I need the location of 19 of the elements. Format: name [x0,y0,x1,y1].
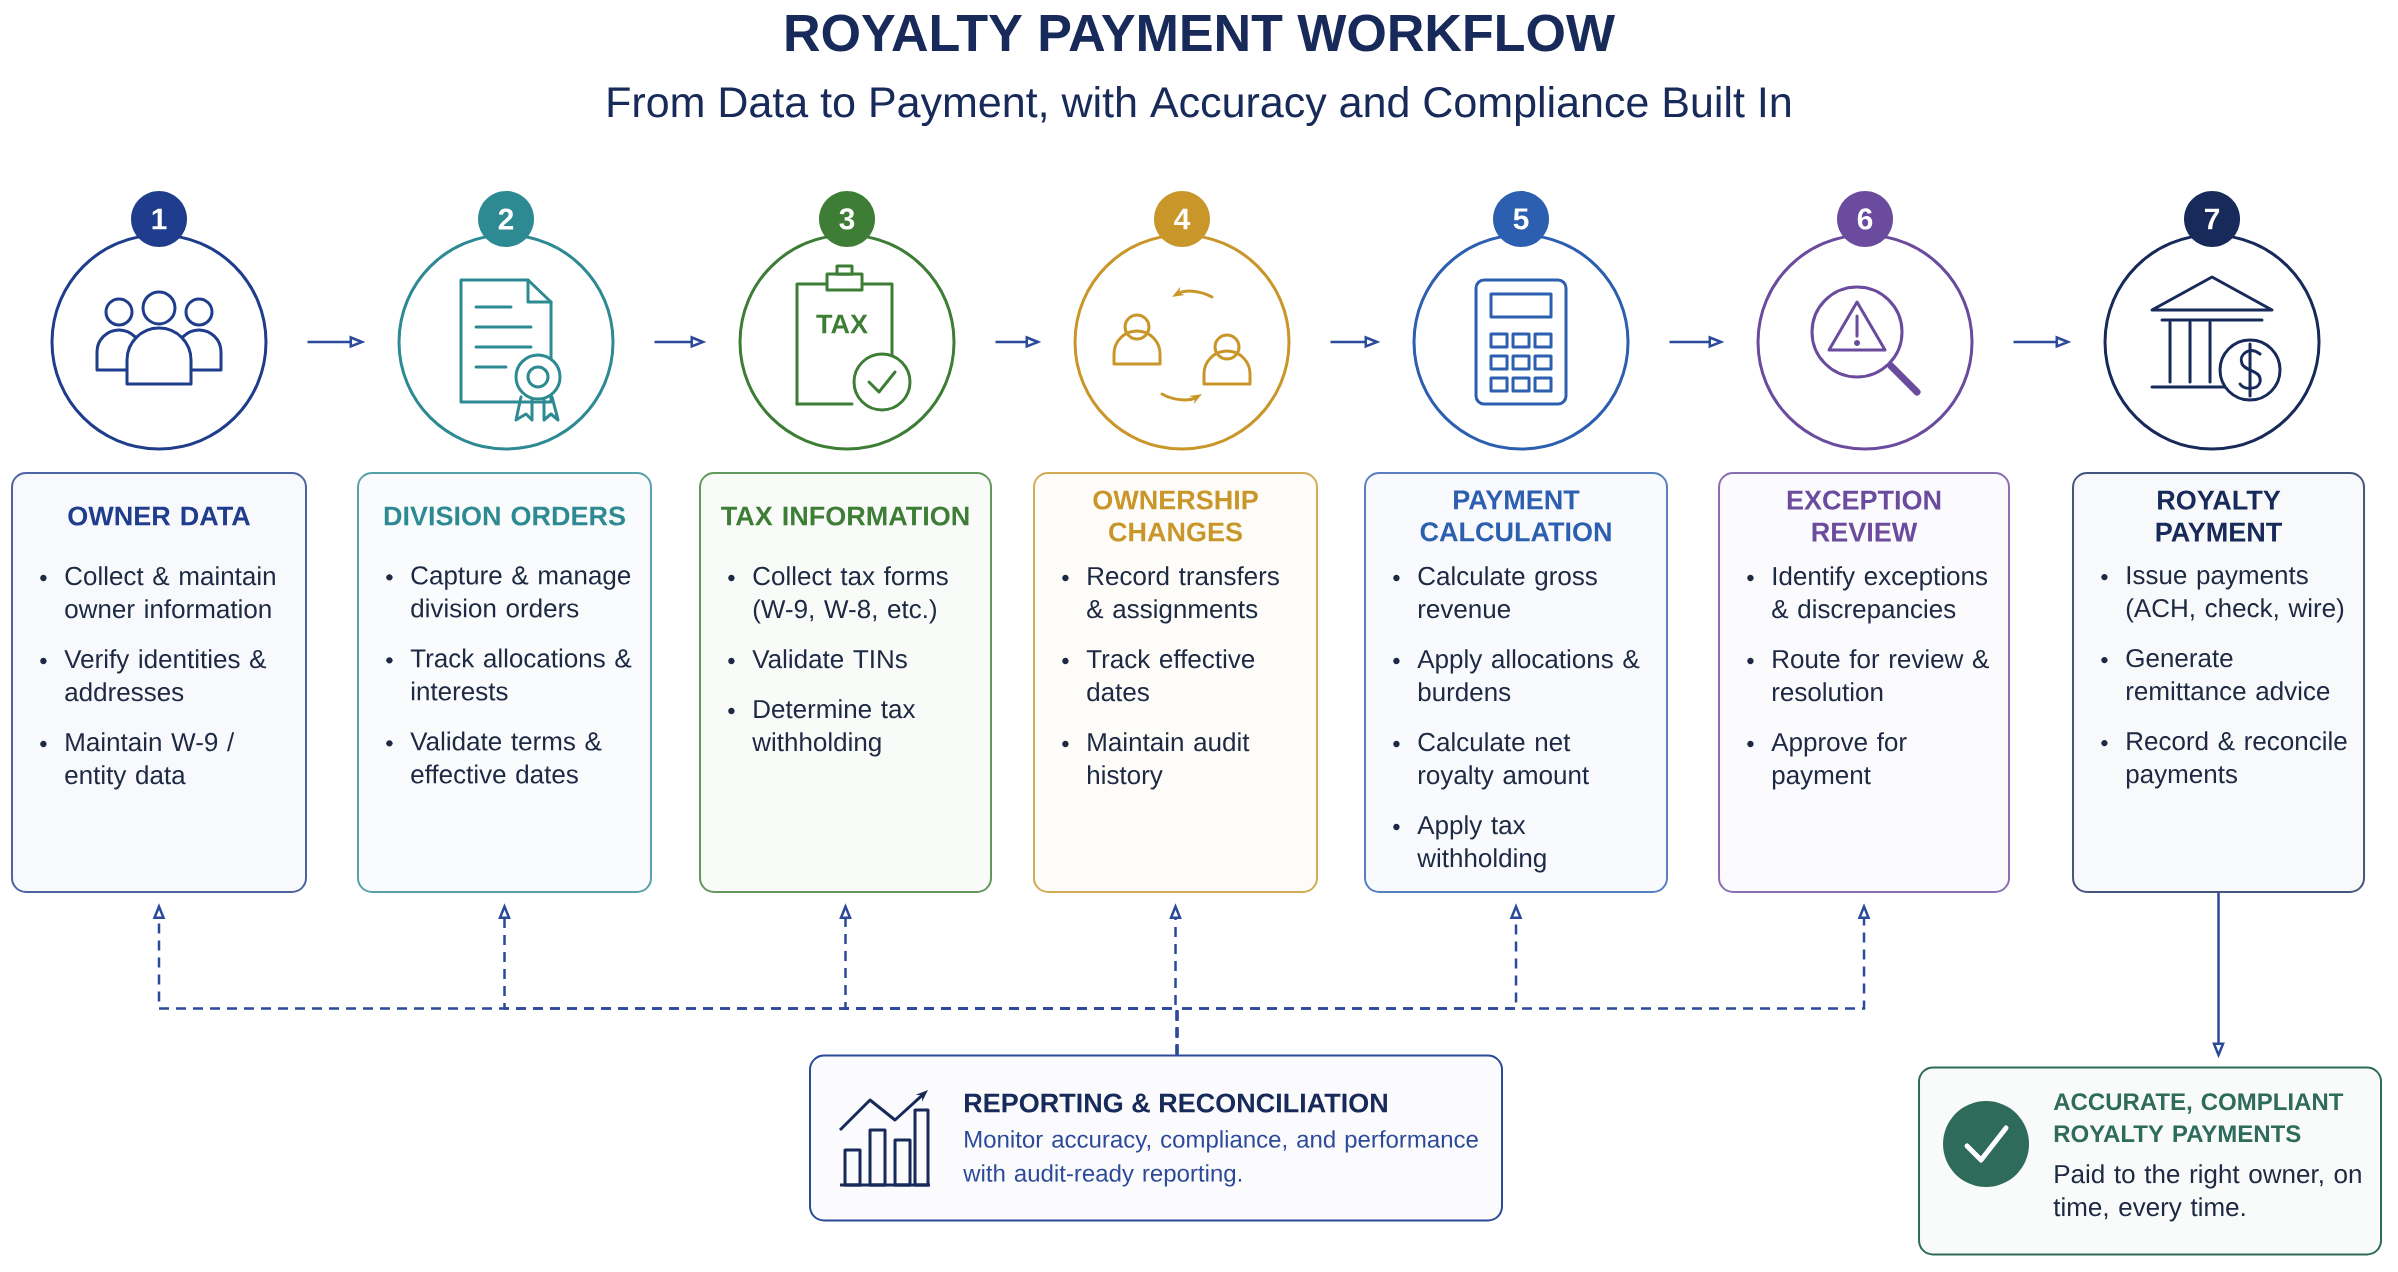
icon-label: TAX [816,314,868,334]
number-badge: 2 [478,191,534,247]
subtitle: From Data to Payment, with Accuracy and Compliance Built In [608,85,1790,127]
step-card: DIVISION ORDERS Capture & manage division orders Track allocations & interests Validate terms & effective dates [357,472,652,893]
outcome-box: ACCURATE, COMPLIANT ROYALTY PAYMENTS Paid to the right owner, on time, every time. [1918,1066,2383,1256]
number-badge: 6 [1837,191,1893,247]
title: ROYALTY PAYMENT WORKFLOW [786,14,1615,52]
number-badge: 3 [819,191,875,247]
number-badge: 5 [1493,191,1549,247]
step-card: ROYALTY PAYMENT Issue payments (ACH, check, wire) Generate remittance advice Record & reconcile payments [2072,472,2366,893]
step-card: OWNERSHIP CHANGES Record transfers & assignments Track effective dates Maintain audit history [1033,472,1318,893]
number-badge: 1 [131,191,187,247]
number-badge: 7 [2184,191,2241,247]
step-card: TAX INFORMATION Collect tax forms (W-9, W-8, etc.) Validate TINs Determine tax withholding [699,472,992,893]
step-card: PAYMENT CALCULATION Calculate gross revenue Apply allocations & burdens Calculate net royalty amount Apply tax withholding [1364,472,1668,893]
reporting-box: REPORTING & RECONCILIATION Monitor accuracy, compliance, and performance with audit-ready reporting. [809,1054,1503,1222]
step-card: OWNER DATA Collect & maintain owner information Verify identities & addresses Maintain W-9 / entity data [11,472,307,893]
number-badge: 4 [1154,191,1210,247]
step-card: EXCEPTION REVIEW Identify exceptions & discrepancies Route for review & resolution Approve for payment [1718,472,2010,893]
